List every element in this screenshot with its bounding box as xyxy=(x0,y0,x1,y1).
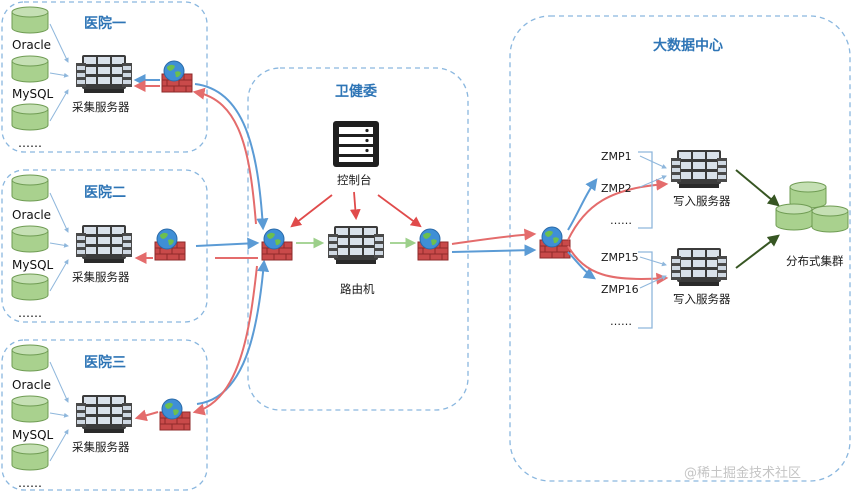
database-icon xyxy=(11,103,49,131)
zmp-label: ZMP1 xyxy=(601,150,632,163)
hospital2-title: 医院二 xyxy=(84,184,126,201)
database-label-oracle: Oracle xyxy=(12,378,51,392)
router-server-icon xyxy=(328,226,384,264)
database-icon xyxy=(11,344,49,372)
distributed-cluster-label: 分布式集群 xyxy=(786,254,844,268)
firewall-icon xyxy=(159,398,191,431)
database-icon xyxy=(11,6,49,34)
writer-server-label: 写入服务器 xyxy=(673,194,731,208)
health-commission-title: 卫健委 xyxy=(335,83,377,100)
hospital2-region xyxy=(1,169,208,323)
hospital2-databases: Oracle MySQL …… xyxy=(11,174,54,320)
hospital1-title: 医院一 xyxy=(84,15,126,32)
control-console-label: 控制台 xyxy=(337,173,372,187)
hospital3-region xyxy=(1,339,208,491)
database-label-oracle: Oracle xyxy=(12,208,51,222)
collector-server-icon xyxy=(76,225,132,263)
collector-server-icon xyxy=(76,55,132,93)
database-label-more: …… xyxy=(18,306,42,320)
watermark: @稀土掘金技术社区 xyxy=(684,465,801,481)
database-icon xyxy=(775,203,813,231)
hospital3-title: 医院三 xyxy=(84,354,126,371)
database-label-mysql: MySQL xyxy=(12,258,54,272)
zmp-label: ZMP15 xyxy=(601,251,639,264)
hospital3-databases: Oracle MySQL …… xyxy=(11,344,54,490)
database-icon xyxy=(11,55,49,83)
zmp-label: ZMP2 xyxy=(601,182,632,195)
database-icon xyxy=(11,443,49,471)
database-icon xyxy=(11,273,49,301)
firewall-icon xyxy=(539,226,571,259)
collector-server-icon xyxy=(76,395,132,433)
big-data-center-title: 大数据中心 xyxy=(653,37,723,54)
firewall-icon xyxy=(261,228,293,261)
big-data-center-region xyxy=(509,15,851,482)
writer-server-icon xyxy=(671,248,727,286)
router-label: 路由机 xyxy=(340,282,375,296)
database-label-oracle: Oracle xyxy=(12,38,51,52)
hospital1-region xyxy=(1,1,208,153)
collector-server-label: 采集服务器 xyxy=(72,100,130,114)
health-commission-region xyxy=(247,67,469,411)
zmp-label: …… xyxy=(610,214,632,227)
database-icon xyxy=(811,205,849,233)
database-label-more: …… xyxy=(18,476,42,490)
writer-server-icon xyxy=(671,150,727,188)
collector-server-label: 采集服务器 xyxy=(72,270,130,284)
database-icon xyxy=(11,225,49,253)
database-icon xyxy=(11,395,49,423)
database-label-mysql: MySQL xyxy=(12,87,54,101)
database-icon xyxy=(11,174,49,202)
firewall-icon xyxy=(161,60,193,93)
zmp-label: ZMP16 xyxy=(601,283,639,296)
hospital1-databases: Oracle MySQL …… xyxy=(11,6,54,150)
database-label-more: …… xyxy=(18,136,42,150)
writer-server-label: 写入服务器 xyxy=(673,292,731,306)
control-console-icon xyxy=(333,121,379,167)
database-label-mysql: MySQL xyxy=(12,428,54,442)
firewall-icon xyxy=(154,228,186,261)
distributed-cluster-icon xyxy=(775,181,849,233)
collector-server-label: 采集服务器 xyxy=(72,440,130,454)
firewall-icon xyxy=(417,228,449,261)
zmp-label: …… xyxy=(610,315,632,328)
